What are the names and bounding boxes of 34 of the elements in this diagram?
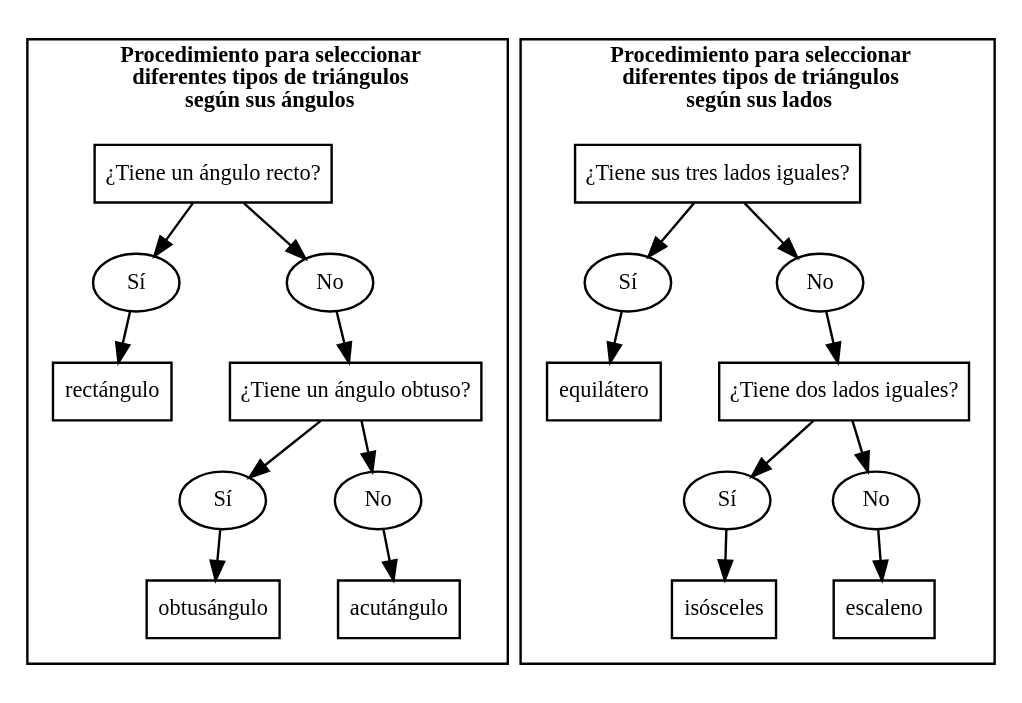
- node-box: ¿Tiene un ángulo obtuso?: [228, 361, 483, 422]
- arrow: [825, 311, 842, 366]
- node-box: rectángulo: [51, 361, 173, 422]
- node-ellipse: No: [333, 470, 423, 531]
- arrow: [749, 420, 815, 479]
- node-ellipse: No: [831, 470, 921, 531]
- node-ellipse: No: [775, 252, 865, 313]
- node-box: ¿Tiene un ángulo recto?: [93, 143, 333, 204]
- node-box: acutángulo: [336, 579, 461, 640]
- arrow: [851, 420, 871, 476]
- node-box: obtusángulo: [145, 579, 281, 640]
- node-box: equilátero: [545, 361, 662, 422]
- arrow: [246, 419, 322, 480]
- arrow: [872, 529, 889, 584]
- node-ellipse: Sí: [682, 470, 772, 531]
- arrow: [152, 202, 194, 259]
- arrow: [243, 202, 309, 262]
- arrow: [335, 311, 353, 366]
- node-box: escaleno: [832, 579, 936, 640]
- node-box: ¿Tiene dos lados iguales?: [718, 361, 971, 422]
- arrow: [114, 311, 132, 366]
- node-box: ¿Tiene sus tres lados iguales?: [573, 143, 862, 204]
- node-box: isósceles: [670, 579, 778, 640]
- arrow: [606, 311, 623, 366]
- node-ellipse: Sí: [91, 252, 181, 313]
- arrow: [209, 529, 226, 584]
- node-ellipse: Sí: [178, 470, 268, 531]
- arrow: [717, 529, 734, 584]
- node-ellipse: No: [285, 252, 375, 313]
- arrow: [646, 202, 695, 260]
- arrow: [381, 529, 398, 584]
- arrow: [359, 420, 377, 476]
- node-ellipse: Sí: [583, 252, 673, 313]
- arrow: [743, 202, 800, 260]
